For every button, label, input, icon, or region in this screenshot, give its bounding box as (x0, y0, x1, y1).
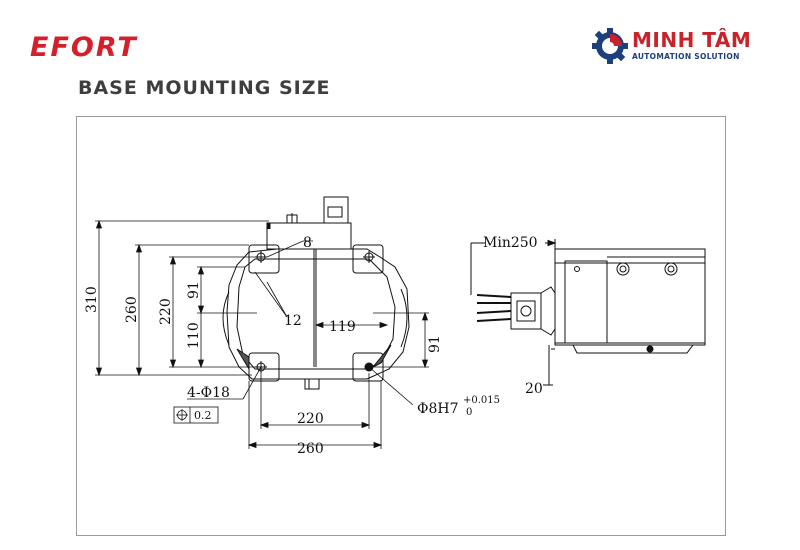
efort-brand-logo: EFORT (30, 32, 138, 63)
dim-260-label: 260 (124, 296, 140, 323)
holes-label: 4-Φ18 (187, 385, 230, 401)
dim-91-right-label: 91 (427, 335, 443, 353)
front-view-dimensions (95, 219, 429, 449)
dim-310-label: 310 (84, 286, 100, 313)
dim-12-label: 12 (284, 313, 302, 329)
tolerance-value: 0.2 (194, 409, 212, 422)
pin-label: Φ8H7 (417, 401, 459, 417)
page-title: BASE MOUNTING SIZE (78, 77, 331, 99)
logo-subtitle: AUTOMATION SOLUTION (632, 52, 740, 61)
dim-20-label: 20 (525, 381, 543, 397)
front-view-base (222, 196, 410, 390)
bottom-220-label: 220 (297, 411, 324, 427)
side-view-base (470, 239, 706, 386)
min-clearance-label: Min250 (483, 235, 538, 251)
logo-name: MINH TÂM (632, 28, 752, 52)
dim-110-label: 110 (186, 322, 202, 349)
minh-tam-logo: MINH TÂM AUTOMATION SOLUTION (592, 26, 782, 66)
dim-119-label: 119 (329, 319, 356, 335)
drawing-frame: 310 260 220 91 110 8 12 119 91 4-Φ18 0.2… (76, 116, 726, 536)
base-mounting-drawing: 310 260 220 91 110 8 12 119 91 4-Φ18 0.2… (84, 196, 706, 457)
position-tolerance-frame: 0.2 (173, 406, 219, 424)
bottom-260-label: 260 (297, 441, 324, 457)
dim-8-label: 8 (303, 235, 312, 251)
pin-tol-upper: +0.015 (463, 395, 500, 406)
dim-91-label: 91 (186, 281, 202, 299)
gear-icon (592, 28, 628, 64)
pin-tol-lower: 0 (466, 407, 472, 418)
dim-220-label: 220 (158, 298, 174, 325)
